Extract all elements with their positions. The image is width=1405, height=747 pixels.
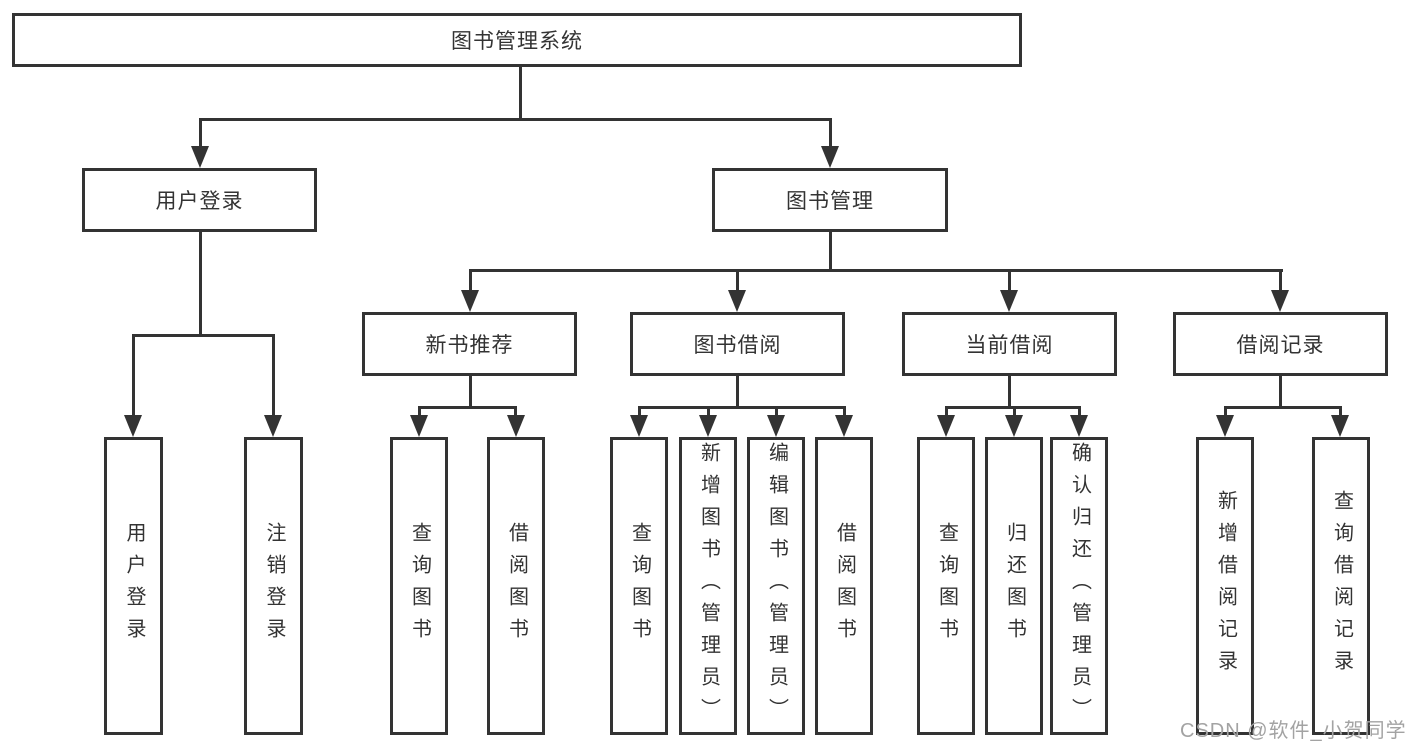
arrowhead-down-icon [728, 290, 746, 312]
node-root-label: 图书管理系统 [451, 30, 583, 53]
arrowhead-down-icon [821, 146, 839, 168]
connector-shaft [1339, 406, 1342, 422]
connector-level3-branch [469, 269, 1283, 272]
connector-level2-branch [199, 118, 831, 121]
connector-book-borrow-stem [736, 376, 739, 408]
connector-shaft [1224, 406, 1227, 422]
leaf-label: 查询借阅记录 [1330, 490, 1353, 682]
leaf-label: 编辑图书（管理员） [765, 442, 788, 730]
arrowhead-down-icon [124, 415, 142, 437]
connector-shaft-book-borrow [736, 269, 739, 293]
leaf-label: 查询图书 [628, 522, 651, 650]
connector-new-books-branch [418, 406, 517, 409]
arrowhead-down-icon [264, 415, 282, 437]
connector-shaft-logout [272, 334, 275, 420]
leaf-query-books: 查询图书 [917, 437, 975, 735]
connector-shaft [1078, 406, 1081, 422]
leaf-label: 查询图书 [408, 522, 431, 650]
arrowhead-down-icon [767, 415, 785, 437]
connector-shaft-new-books [469, 269, 472, 293]
node-borrow-records-label: 借阅记录 [1236, 334, 1325, 357]
connector-current-borrow-stem [1008, 376, 1011, 408]
leaf-edit-books-admin: 编辑图书（管理员） [747, 437, 805, 735]
connector-shaft-current-borrow [1008, 269, 1011, 293]
leaf-query-books: 查询图书 [610, 437, 668, 735]
leaf-user-login-label: 用户登录 [123, 522, 145, 650]
leaf-label: 查询图书 [935, 522, 958, 650]
leaf-add-books-admin: 新增图书（管理员） [679, 437, 737, 735]
csdn-watermark: CSDN @软件_小贺同学 [1180, 720, 1405, 742]
node-book-borrow-label: 图书借阅 [693, 334, 782, 357]
connector-shaft [1013, 406, 1016, 422]
arrowhead-down-icon [1331, 415, 1349, 437]
connector-shaft-login [132, 334, 135, 420]
leaf-borrow-books: 借阅图书 [815, 437, 873, 735]
arrowhead-down-icon [410, 415, 428, 437]
node-current-borrow: 当前借阅 [902, 312, 1117, 376]
connector-shaft [514, 406, 517, 422]
leaf-query-books: 查询图书 [390, 437, 448, 735]
arrowhead-down-icon [1271, 290, 1289, 312]
connector-shaft [418, 406, 421, 422]
arrowhead-down-icon [461, 290, 479, 312]
leaf-query-borrow-record: 查询借阅记录 [1312, 437, 1370, 735]
arrowhead-down-icon [1005, 415, 1023, 437]
leaf-label: 新增借阅记录 [1214, 490, 1237, 682]
arrowhead-down-icon [699, 415, 717, 437]
node-new-book-recommend: 新书推荐 [362, 312, 577, 376]
connector-user-login-branch [132, 334, 275, 337]
node-user-login-label: 用户登录 [155, 190, 244, 213]
connector-shaft [638, 406, 641, 422]
arrowhead-down-icon [1000, 290, 1018, 312]
connector-book-management-stem [829, 232, 832, 272]
connector-user-login-stem [199, 232, 202, 337]
connector-shaft [843, 406, 846, 422]
leaf-return-books: 归还图书 [985, 437, 1043, 735]
connector-shaft [945, 406, 948, 422]
node-current-borrow-label: 当前借阅 [965, 334, 1054, 357]
node-book-management-label: 图书管理 [786, 190, 874, 213]
connector-borrow-records-branch [1224, 406, 1342, 409]
leaf-label: 确认归还（管理员） [1068, 442, 1091, 730]
leaf-logout-label: 注销登录 [263, 522, 285, 650]
leaf-label: 归还图书 [1003, 522, 1026, 650]
arrowhead-down-icon [1216, 415, 1234, 437]
leaf-logout: 注销登录 [244, 437, 303, 735]
node-book-management: 图书管理 [712, 168, 948, 232]
leaf-label: 新增图书（管理员） [697, 442, 720, 730]
node-new-book-recommend-label: 新书推荐 [425, 334, 514, 357]
connector-shaft-user-login [199, 118, 202, 150]
arrowhead-down-icon [630, 415, 648, 437]
arrowhead-down-icon [1070, 415, 1088, 437]
arrowhead-down-icon [937, 415, 955, 437]
connector-borrow-records-stem [1279, 376, 1282, 408]
connector-shaft [707, 406, 710, 422]
arrowhead-down-icon [507, 415, 525, 437]
leaf-confirm-return-admin: 确认归还（管理员） [1050, 437, 1108, 735]
leaf-label: 借阅图书 [833, 522, 856, 650]
connector-shaft [775, 406, 778, 422]
node-root-system: 图书管理系统 [12, 13, 1022, 67]
arrowhead-down-icon [191, 146, 209, 168]
node-borrow-records: 借阅记录 [1173, 312, 1388, 376]
node-book-borrow: 图书借阅 [630, 312, 845, 376]
leaf-user-login: 用户登录 [104, 437, 163, 735]
node-user-login: 用户登录 [82, 168, 317, 232]
connector-shaft-book-management [829, 118, 832, 150]
leaf-add-borrow-record: 新增借阅记录 [1196, 437, 1254, 735]
connector-new-books-stem [469, 376, 472, 408]
leaf-borrow-books: 借阅图书 [487, 437, 545, 735]
connector-book-borrow-branch [638, 406, 846, 409]
arrowhead-down-icon [835, 415, 853, 437]
connector-shaft-borrow-records [1279, 269, 1282, 293]
leaf-label: 借阅图书 [505, 522, 528, 650]
connector-root-stem [519, 67, 522, 118]
